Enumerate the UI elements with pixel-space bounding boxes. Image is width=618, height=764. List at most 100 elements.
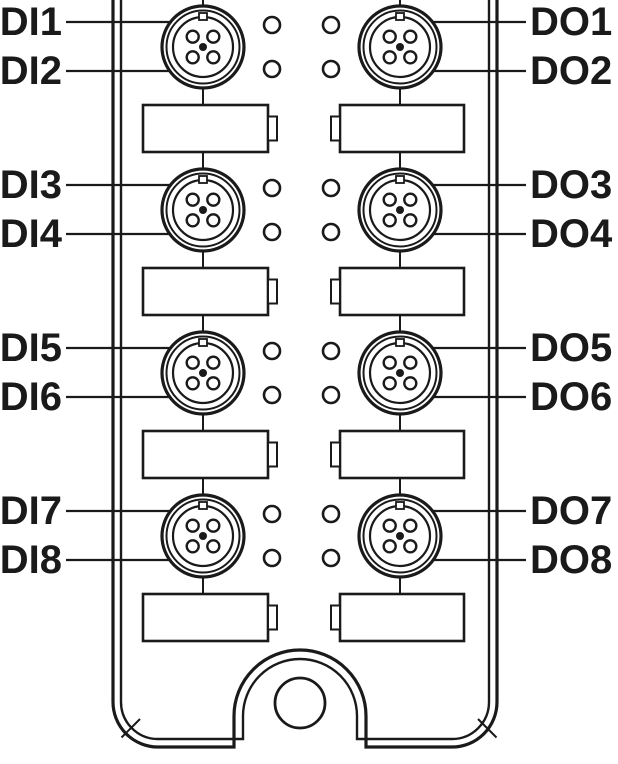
socket-keyway-notch — [395, 501, 405, 510]
socket-ring-2 — [165, 498, 241, 574]
m8-socket-di3-di4 — [160, 167, 246, 253]
label-do1: DO1 — [530, 0, 612, 44]
socket-pin-hole — [403, 518, 418, 533]
m8-socket-do5-do6 — [357, 330, 443, 416]
socket-keyway-notch — [395, 12, 405, 21]
socket-pin-hole — [206, 29, 221, 44]
socket-pin-hole — [403, 355, 418, 370]
socket-ring-2 — [165, 335, 241, 411]
label-plate-do1-do2 — [330, 103, 466, 154]
label-do2: DO2 — [530, 49, 612, 93]
label-plate-tab — [330, 115, 341, 142]
label-di2: DI2 — [0, 49, 62, 93]
m8-socket-do3-do4 — [357, 167, 443, 253]
socket-ring-2 — [165, 172, 241, 248]
socket-center-pin — [199, 206, 207, 214]
label-di5: DI5 — [0, 326, 62, 370]
socket-pin-hole — [206, 213, 221, 228]
socket-pin-hole — [185, 29, 200, 44]
socket-center-pin — [199, 43, 207, 51]
led-do2 — [321, 59, 341, 79]
socket-pin-hole — [185, 50, 200, 65]
label-di4: DI4 — [0, 212, 63, 256]
socket-keyway-notch — [198, 12, 208, 21]
m8-socket-di7-di8 — [160, 493, 246, 579]
socket-keyway-notch — [198, 175, 208, 184]
label-do7: DO7 — [530, 489, 612, 533]
m8-socket-do1-do2 — [357, 4, 443, 90]
label-plate-body — [141, 103, 270, 154]
socket-pin-hole — [185, 213, 200, 228]
socket-center-pin — [396, 43, 404, 51]
label-plate-body — [338, 103, 466, 154]
led-do6 — [321, 385, 341, 405]
label-plate-body — [338, 266, 466, 317]
socket-pin-hole — [382, 355, 397, 370]
label-plate-di5-di6 — [141, 429, 278, 480]
socket-pin-hole — [382, 192, 397, 207]
socket-pin-hole — [403, 192, 418, 207]
socket-ring-2 — [362, 9, 438, 85]
socket-keyway-notch — [395, 338, 405, 347]
socket-ring-2 — [362, 172, 438, 248]
socket-keyway-notch — [395, 175, 405, 184]
label-plate-di3-di4 — [141, 266, 278, 317]
label-do4: DO4 — [530, 212, 613, 256]
socket-ring-2 — [165, 9, 241, 85]
device-body — [111, 0, 499, 749]
led-di6 — [262, 385, 282, 405]
label-di1: DI1 — [0, 0, 62, 44]
label-plate-do3-do4 — [330, 266, 466, 317]
label-plate-tab — [267, 278, 278, 305]
socket-pin-hole — [382, 213, 397, 228]
socket-center-pin — [396, 206, 404, 214]
socket-pin-hole — [403, 539, 418, 554]
socket-pin-hole — [185, 355, 200, 370]
corner-edge-mark-left — [120, 718, 141, 739]
label-plate-tab — [330, 278, 341, 305]
label-di8: DI8 — [0, 538, 62, 582]
label-do6: DO6 — [530, 375, 612, 419]
socket-pin-hole — [206, 539, 221, 554]
socket-ring-2 — [362, 335, 438, 411]
label-di3: DI3 — [0, 163, 62, 207]
socket-keyway-notch — [198, 338, 208, 347]
label-plate-do7-do8 — [330, 592, 466, 643]
label-plate-di1-di2 — [141, 103, 278, 154]
label-di6: DI6 — [0, 375, 62, 419]
mounting-hole — [273, 676, 327, 730]
device-body-inner-outline — [119, 0, 491, 741]
label-plate-body — [338, 429, 466, 480]
label-plate-body — [141, 592, 270, 643]
label-plate-do5-do6 — [330, 429, 466, 480]
socket-keyway-notch — [198, 501, 208, 510]
label-plate-tab — [330, 604, 341, 631]
label-plate-di7-di8 — [141, 592, 278, 643]
led-do8 — [321, 548, 341, 568]
socket-pin-hole — [403, 376, 418, 391]
label-plate-tab — [267, 441, 278, 468]
socket-pin-hole — [206, 518, 221, 533]
socket-pin-hole — [206, 192, 221, 207]
socket-center-pin — [396, 532, 404, 540]
corner-edge-mark-right — [477, 718, 498, 739]
socket-pin-hole — [382, 376, 397, 391]
led-di4 — [262, 222, 282, 242]
led-di5 — [262, 341, 282, 361]
socket-pin-hole — [403, 213, 418, 228]
socket-pin-hole — [382, 539, 397, 554]
led-do3 — [321, 178, 341, 198]
led-do1 — [321, 15, 341, 35]
led-di2 — [262, 59, 282, 79]
label-plate-tab — [267, 115, 278, 142]
label-do8: DO8 — [530, 538, 612, 582]
socket-pin-hole — [382, 50, 397, 65]
socket-pin-hole — [185, 539, 200, 554]
label-do5: DO5 — [530, 326, 612, 370]
